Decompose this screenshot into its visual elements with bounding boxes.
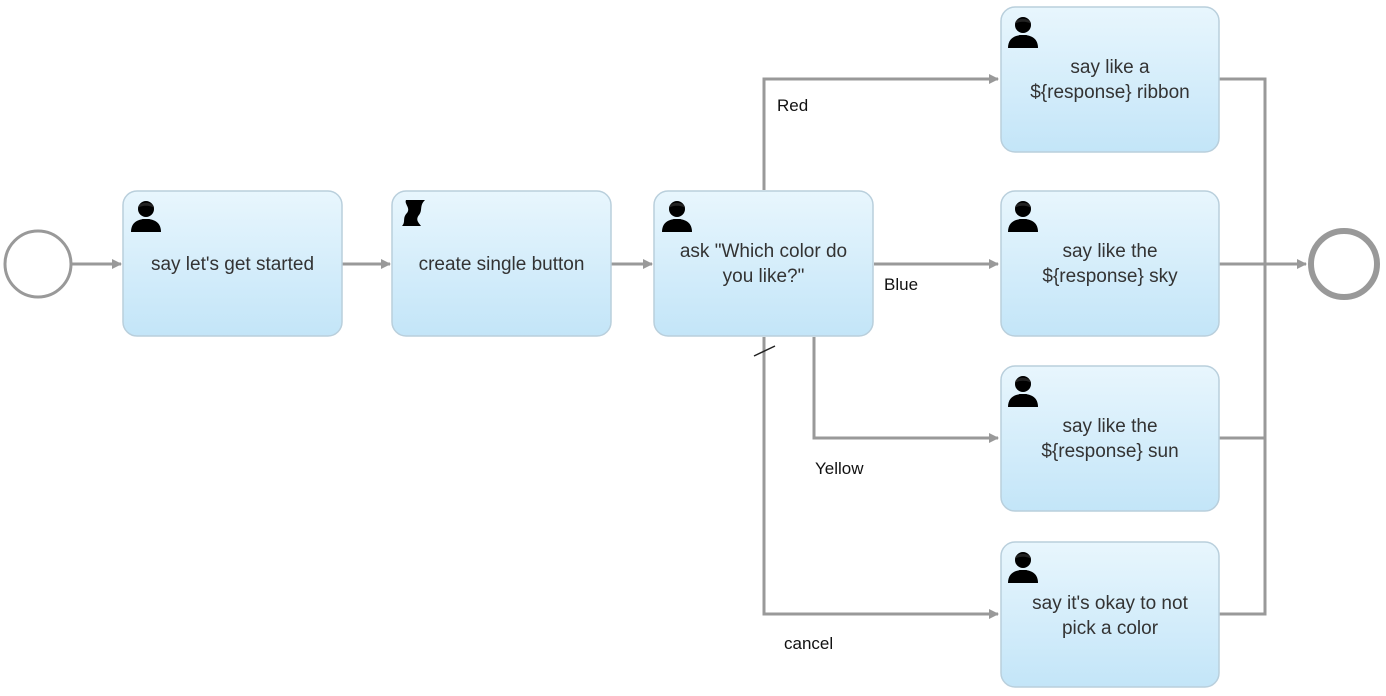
flow-yellow[interactable] [812,337,999,443]
task-say-okay-no-color[interactable]: say it's okay to not pick a color [1000,541,1220,688]
flow-label-blue: Blue [884,275,918,294]
sequence-flows [72,74,1307,619]
task-label-line2: ${response} sun [1041,441,1178,462]
task-say-sun[interactable]: say like the ${response} sun [1000,365,1220,512]
flow-cancel[interactable] [762,337,999,619]
flow-labels: Red Blue Yellow cancel [777,96,918,653]
task-label-line1: say like a [1070,57,1150,78]
start-event[interactable] [3,229,73,299]
flow-label-cancel: cancel [784,634,833,653]
task-label-line1: say it's okay to not [1032,593,1188,614]
end-event[interactable] [1308,228,1380,300]
flow-red[interactable] [762,74,999,190]
flow-ribbon-to-end[interactable] [1219,77,1267,264]
task-label-line1: say like the [1062,416,1157,437]
default-flow-marker [753,345,776,357]
task-create-single-button[interactable]: create single button [391,190,612,337]
task-label-line1: say like the [1062,241,1157,262]
flow-cancel-to-end[interactable] [1219,438,1267,616]
task-label-line2: you like?" [723,266,805,287]
flow-sun-to-end[interactable] [1219,264,1267,440]
task-label-line2: pick a color [1062,618,1159,639]
task-say-sky[interactable]: say like the ${response} sky [1000,190,1220,337]
task-label: create single button [419,254,585,275]
task-ask-which-color[interactable]: ask "Which color do you like?" [653,190,874,337]
task-label-line2: ${response} ribbon [1030,82,1190,103]
task-say-ribbon[interactable]: say like a ${response} ribbon [1000,6,1220,153]
task-label: say let's get started [151,254,314,275]
task-label-line1: ask "Which color do [680,241,847,262]
flow-label-yellow: Yellow [815,459,864,478]
flow-label-red: Red [777,96,808,115]
task-say-lets-get-started[interactable]: say let's get started [122,190,343,337]
task-label-line2: ${response} sky [1042,266,1178,287]
